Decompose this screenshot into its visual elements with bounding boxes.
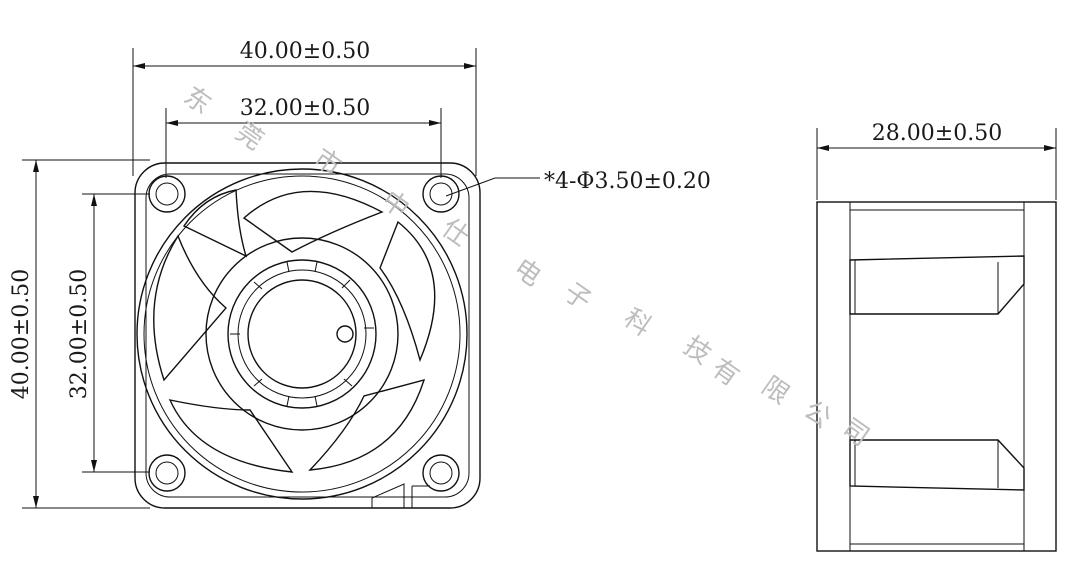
label-overall-height: 40.00±0.50 bbox=[9, 269, 34, 399]
mounting-hole-br bbox=[422, 454, 460, 492]
mounting-hole-tr bbox=[422, 175, 460, 213]
hub-pin bbox=[336, 325, 354, 343]
hub-ring-inner bbox=[237, 269, 367, 399]
label-depth: 28.00±0.50 bbox=[872, 121, 1002, 146]
venturi-ring-outer bbox=[136, 168, 468, 500]
fan-blade bbox=[168, 399, 294, 473]
fan-frame-inner bbox=[145, 173, 470, 498]
hub-core bbox=[247, 279, 357, 389]
fan-blade bbox=[182, 189, 248, 258]
label-pitch-height: 32.00±0.50 bbox=[67, 269, 92, 399]
fan-blade bbox=[242, 190, 384, 253]
side-strut-upper bbox=[849, 255, 1025, 315]
extension-lines bbox=[22, 48, 477, 509]
fan-blade bbox=[153, 234, 227, 382]
hole-callout-leader bbox=[445, 177, 540, 197]
mounting-hole-bl bbox=[148, 454, 186, 492]
watermark-char: 技 bbox=[678, 331, 717, 370]
watermark-char: 东 bbox=[178, 81, 217, 120]
watermark-char: 科 bbox=[618, 303, 657, 342]
watermark-char: 限 bbox=[756, 371, 795, 410]
watermark-char: 司 bbox=[836, 413, 875, 452]
cable-notch bbox=[371, 483, 430, 508]
venturi-ring-inner bbox=[143, 175, 461, 493]
label-pitch-width: 32.00±0.50 bbox=[240, 96, 370, 121]
front-view: 40.00±0.50 32.00±0.50 40.00±0.50 32.00±0… bbox=[9, 39, 711, 509]
watermark-char: 子 bbox=[558, 277, 597, 316]
fan-blades bbox=[153, 189, 436, 473]
watermark-char: 有 bbox=[706, 353, 745, 392]
hub-ring bbox=[227, 259, 377, 409]
side-frame bbox=[816, 201, 1057, 552]
label-overall-width: 40.00±0.50 bbox=[240, 39, 370, 64]
fan-frame bbox=[134, 162, 481, 509]
watermark-char: 电 bbox=[508, 253, 547, 292]
watermark-char: 中 bbox=[376, 185, 415, 224]
side-view: 28.00±0.50 bbox=[816, 121, 1057, 552]
hub-outer bbox=[205, 237, 399, 431]
watermark: 东 莞 市 中 仕 电 子 科 技 有 限 公 司 bbox=[178, 81, 875, 452]
fan-blade bbox=[379, 220, 436, 363]
mounting-hole-tl bbox=[148, 175, 186, 213]
side-strut-lower bbox=[849, 439, 1025, 491]
label-hole-callout: *4-Φ3.50±0.20 bbox=[544, 169, 711, 194]
fan-blade bbox=[308, 378, 426, 471]
hub-ribs bbox=[230, 261, 374, 407]
watermark-char: 公 bbox=[798, 395, 837, 434]
